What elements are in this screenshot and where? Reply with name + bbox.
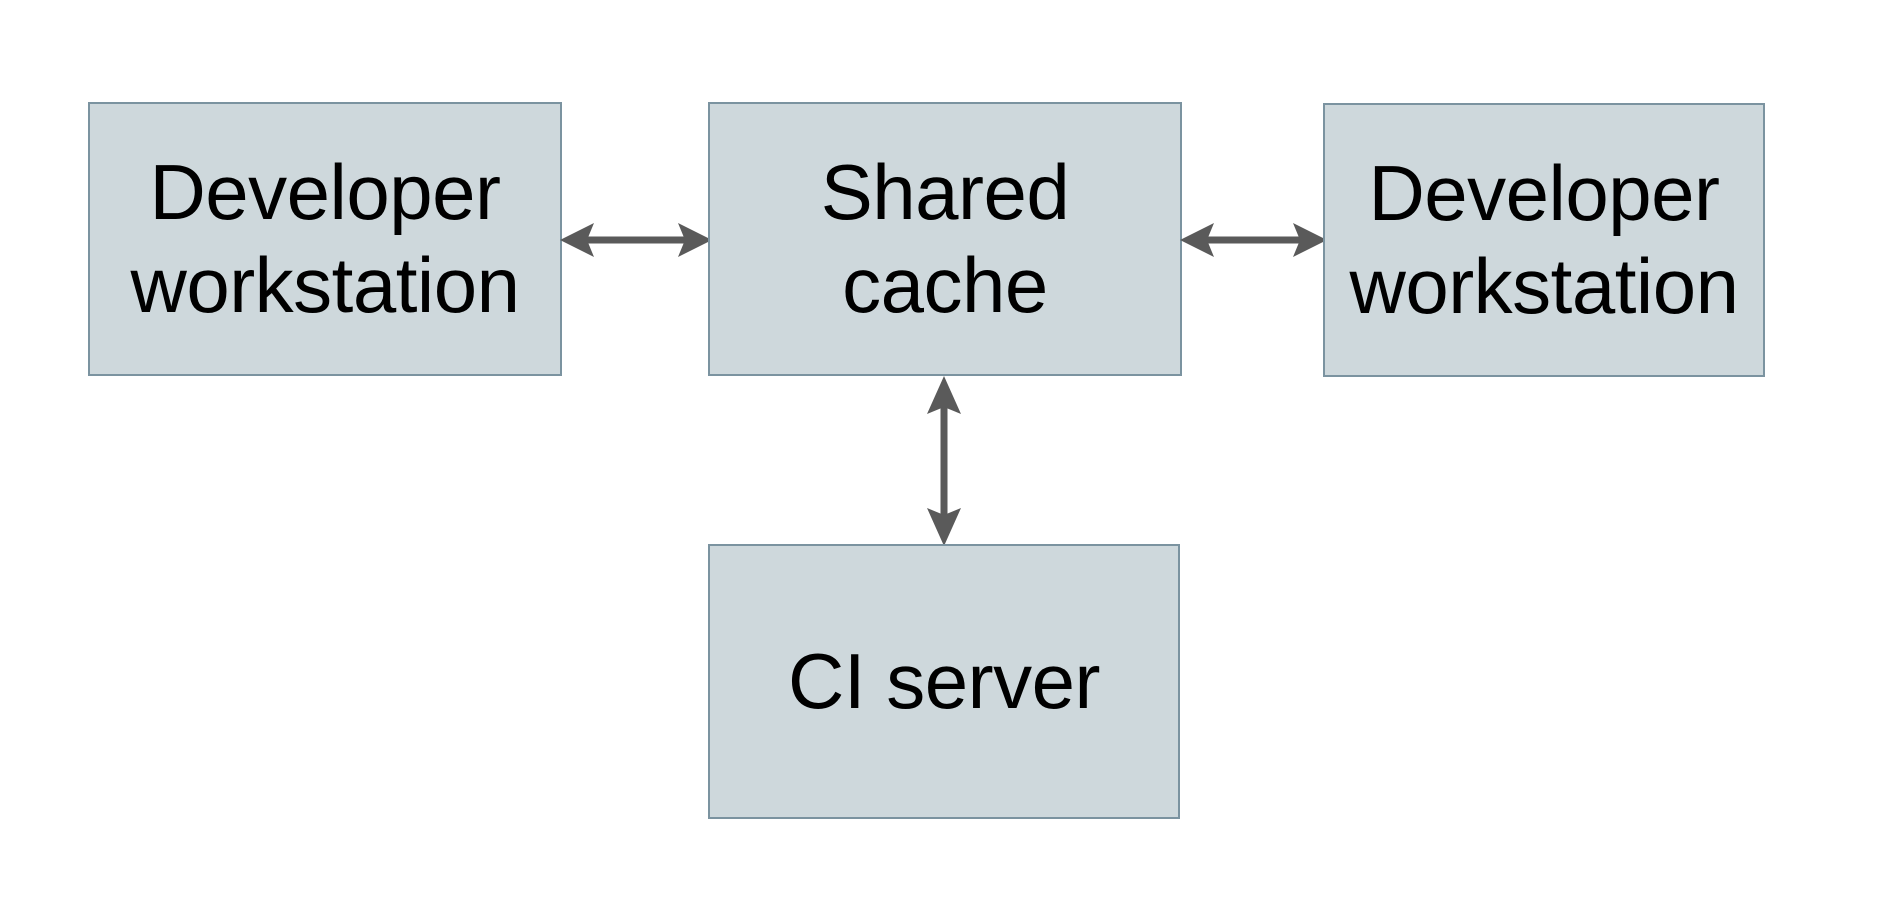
node-label: Developer workstation bbox=[130, 148, 521, 329]
edge-dev-left-to-shared-cache bbox=[560, 212, 712, 268]
double-arrow-horizontal-icon bbox=[560, 223, 712, 257]
double-arrow-vertical-icon bbox=[927, 376, 961, 546]
node-shared-cache[interactable]: Shared cache bbox=[708, 102, 1182, 376]
node-label: Shared cache bbox=[820, 148, 1070, 329]
node-label: Developer workstation bbox=[1349, 149, 1740, 330]
node-label: CI server bbox=[788, 637, 1100, 725]
node-ci-server[interactable]: CI server bbox=[708, 544, 1180, 819]
node-developer-workstation-right[interactable]: Developer workstation bbox=[1323, 103, 1765, 377]
double-arrow-horizontal-icon bbox=[1180, 223, 1327, 257]
node-developer-workstation-left[interactable]: Developer workstation bbox=[88, 102, 562, 376]
edge-shared-cache-to-dev-right bbox=[1180, 212, 1327, 268]
edge-shared-cache-to-ci-server bbox=[916, 376, 972, 546]
